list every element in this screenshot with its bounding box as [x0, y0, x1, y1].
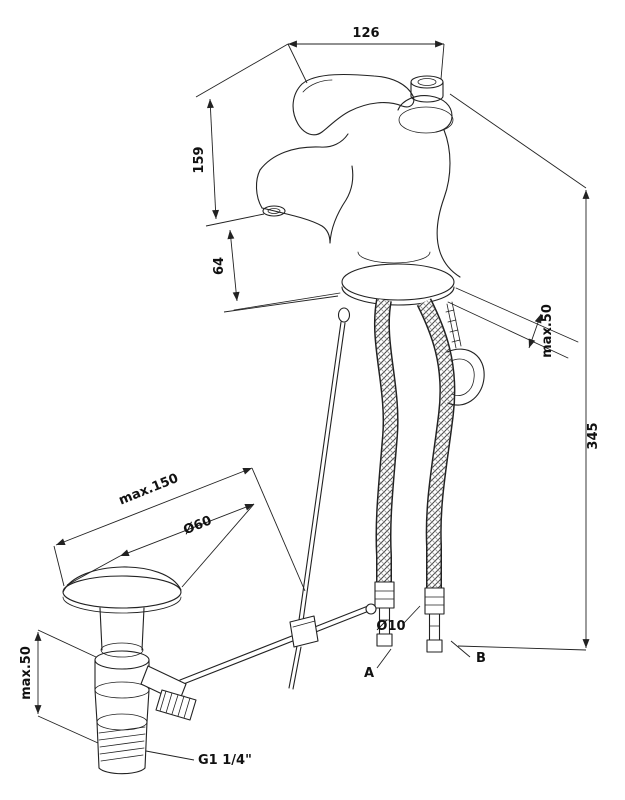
dim-label-64: 64: [212, 257, 227, 275]
thread-size-label: G1 1/4": [198, 753, 252, 768]
rod-slider-block: [289, 615, 319, 648]
dimension-64: 64: [212, 229, 339, 313]
flexible-hose-left: [373, 298, 399, 647]
waste-threaded-tail: [96, 713, 148, 775]
pop-up-waste: [62, 566, 197, 775]
faucet-column-left: [329, 165, 354, 244]
dim-label-345: 345: [586, 422, 601, 449]
dimension-deck-max50: max.50: [528, 304, 555, 358]
dimension-waste-max50: max.50: [19, 629, 99, 744]
spout-aerator: [262, 205, 286, 217]
label-hose-a: A: [364, 648, 392, 681]
faucet-column-right: [436, 129, 461, 278]
waste-dome-plug: [62, 566, 182, 614]
faucet-spout: [255, 133, 349, 244]
faucet-cap: [410, 75, 444, 103]
mounting-deck-lines: [233, 287, 579, 359]
dimension-max150: max.150: [53, 467, 306, 592]
dim-label-waste-max50: max.50: [19, 646, 34, 700]
label-hose-b: B: [450, 640, 486, 666]
hose-fitting-a: [374, 581, 395, 647]
label-thread-size: G1 1/4": [145, 750, 252, 768]
dim-label-deck-max50: max.50: [540, 304, 555, 358]
pull-rod: [288, 307, 351, 690]
mounting-stud-and-washer: [445, 301, 485, 406]
dimension-159: 159: [192, 98, 265, 227]
hose-label-b: B: [476, 651, 486, 666]
dim-label-max150: max.150: [117, 471, 181, 508]
faucet-body-drawing: [255, 73, 461, 306]
dimension-345: 345: [449, 93, 601, 651]
dim-label-d10: Ø10: [376, 619, 405, 634]
linkage-ball-end: [365, 603, 377, 615]
pull-rod-knob: [337, 307, 351, 323]
dim-label-159: 159: [192, 146, 207, 173]
hose-fitting-b: [424, 587, 445, 653]
flexible-hose-right: [416, 298, 456, 653]
label-hose-diameter: Ø10: [376, 605, 421, 634]
waste-knurled-nut: [155, 689, 197, 721]
dim-label-d60: Ø60: [181, 513, 214, 538]
dimension-126: 126: [195, 26, 445, 98]
dim-label-126: 126: [352, 26, 379, 41]
faucet-base: [341, 263, 455, 306]
faucet-lever: [292, 73, 415, 136]
faucet-cartridge-dome: [397, 95, 453, 133]
hose-label-a: A: [364, 666, 374, 681]
dimension-d60: Ø60: [66, 503, 255, 588]
linkage-rod: [179, 603, 377, 686]
